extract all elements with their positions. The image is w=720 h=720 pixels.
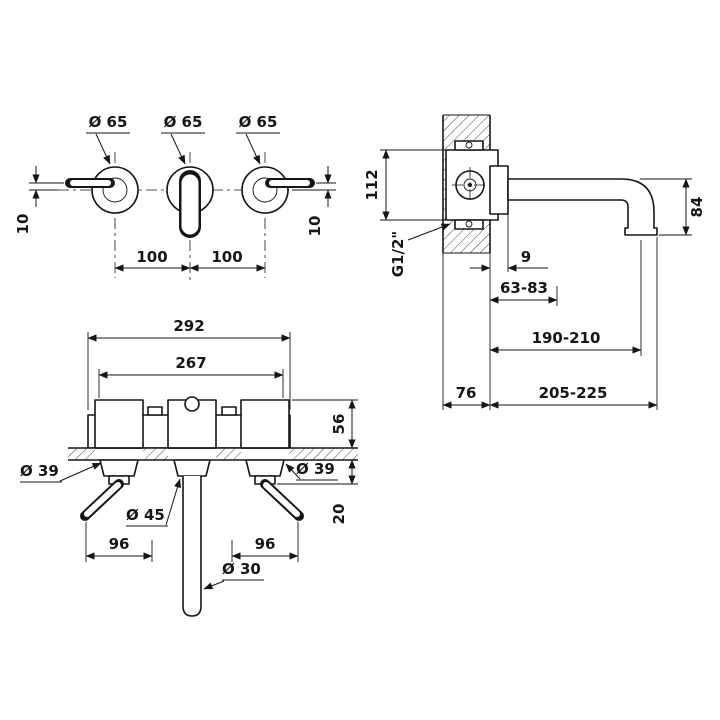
dim-plan-protrusion: 20 [277,459,358,525]
svg-text:84: 84 [688,197,706,218]
svg-text:Ø 39: Ø 39 [296,460,335,478]
svg-text:Ø 45: Ø 45 [126,506,165,524]
svg-text:20: 20 [330,504,348,525]
dim-side-escutcheon-gap: 9 [470,248,548,272]
svg-text:10: 10 [14,214,32,235]
dim-side-thread: G1/2" [389,223,451,277]
svg-text:Ø 30: Ø 30 [222,560,261,578]
dim-plan-lever-left: 96 [85,522,153,562]
svg-text:205-225: 205-225 [539,384,608,402]
svg-text:190-210: 190-210 [532,329,601,347]
dim-front-dia-right: Ø 65 [239,113,278,131]
dim-side-depth-range: 63-83 [489,279,558,306]
svg-text:G1/2": G1/2" [389,231,407,277]
side-view: 112 G1/2" 9 63-83 190-210 [363,114,706,410]
wall-section-plan [68,447,358,461]
svg-text:10: 10 [306,216,324,237]
svg-text:96: 96 [255,535,276,553]
dim-plan-depth: 56 [292,399,358,449]
dim-plan-body: 267 [175,354,206,372]
dim-plan-overall: 292 [173,317,204,335]
spout-escutcheon-plan [173,459,211,477]
spout-escutcheon-side [489,165,509,215]
handle-right-escutcheon-plan [245,459,285,477]
dim-front-dia-left: Ø 65 [89,113,128,131]
svg-text:Ø 39: Ø 39 [20,462,59,480]
handle-left-escutcheon [91,166,139,214]
svg-text:9: 9 [521,248,531,266]
dim-front-pitch: 100 100 [114,248,266,272]
handle-left-lever-plan [80,479,124,521]
spout-tube-plan [182,476,202,617]
handle-left-escutcheon-plan [99,459,139,477]
dim-plan-dia-spout-tube: Ø 30 [203,560,264,590]
dim-side-spout-drop: 84 [640,178,706,236]
dim-plan-lever-right: 96 [231,522,299,562]
dim-plan-dia-spout-escutcheon: Ø 45 [126,478,181,527]
svg-text:112: 112 [363,169,381,200]
plan-view: 292 267 [20,317,358,617]
dim-plan-dia-left: Ø 39 [20,462,102,483]
svg-text:100: 100 [211,248,242,266]
svg-text:100: 100 [136,248,167,266]
handle-right-lever-plan [260,479,304,521]
dim-plan-dia-right: Ø 39 [285,460,338,481]
svg-text:63-83: 63-83 [500,279,548,297]
svg-text:76: 76 [456,384,477,402]
front-view: Ø 65 Ø 65 Ø 65 10 10 100 100 [14,113,336,282]
dim-side-spout-reach: 190-210 [489,329,642,354]
dim-side-wall-min: 76 [442,384,491,409]
spout-side [507,178,658,236]
dim-front-offset-right: 10 [292,166,336,236]
dim-front-offset-left: 10 [14,166,64,234]
dim-side-total-reach: 205-225 [489,384,658,409]
dim-side-body-height: 112 [363,149,446,221]
handle-right-escutcheon [241,166,289,214]
svg-text:56: 56 [330,414,348,435]
svg-text:96: 96 [109,535,130,553]
concealed-body [87,396,291,449]
dim-front-dia-center: Ø 65 [164,113,203,131]
